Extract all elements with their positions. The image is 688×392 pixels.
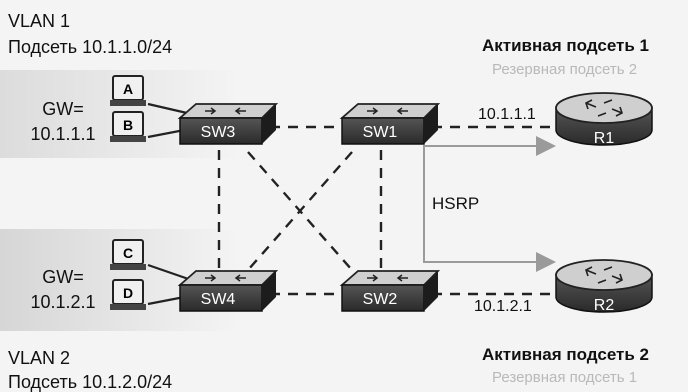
r2-active-subnet: Активная подсеть 2	[482, 345, 650, 364]
host-b-label: B	[123, 117, 133, 133]
sw3-label: SW3	[201, 124, 236, 141]
hsrp-label: HSRP	[432, 194, 480, 213]
r1-backup-subnet: Резервная подсеть 2	[492, 61, 638, 78]
vlan1-subnet: Подсеть 10.1.1.0/24	[8, 37, 173, 57]
host-b: B	[110, 111, 146, 142]
hsrp-arrow-r1	[423, 136, 556, 248]
sw1-label: SW1	[363, 124, 398, 141]
vlan2-subnet: Подсеть 10.1.2.0/24	[8, 372, 173, 392]
switch-sw3: SW3	[177, 103, 279, 145]
vlan2-gw-ip: 10.1.2.1	[30, 292, 96, 312]
switch-sw2: SW2	[339, 270, 441, 312]
link-sw1-sw4	[247, 151, 353, 271]
host-a-label: A	[123, 81, 133, 97]
sw2-label: SW2	[363, 291, 398, 308]
host-a: A	[110, 75, 146, 106]
switch-sw1: SW1	[339, 103, 441, 145]
vlan1-gw-ip: 10.1.1.1	[30, 124, 96, 144]
router-r2: R2	[555, 259, 653, 314]
r1-active-subnet: Активная подсеть 1	[482, 36, 650, 55]
host-d-label: D	[123, 285, 133, 301]
vlan2-title: VLAN 2	[8, 348, 71, 368]
host-d: D	[110, 279, 146, 310]
router-r1: R1	[555, 92, 653, 147]
vlan1-title: VLAN 1	[8, 11, 71, 31]
sw4-label: SW4	[201, 291, 236, 308]
r2-label: R2	[594, 297, 615, 314]
r2-backup-subnet: Резервная подсеть 1	[492, 369, 638, 386]
vlan2-gw-label: GW=	[42, 267, 84, 287]
r1-ip: 10.1.1.1	[478, 106, 536, 123]
vlan1-gw-label: GW=	[42, 99, 84, 119]
r2-ip: 10.1.2.1	[474, 298, 532, 315]
host-c: C	[110, 239, 146, 270]
host-c-label: C	[123, 245, 133, 261]
hsrp-arrow-r2	[423, 248, 556, 272]
switch-sw4: SW4	[177, 270, 279, 312]
r1-label: R1	[594, 130, 615, 147]
